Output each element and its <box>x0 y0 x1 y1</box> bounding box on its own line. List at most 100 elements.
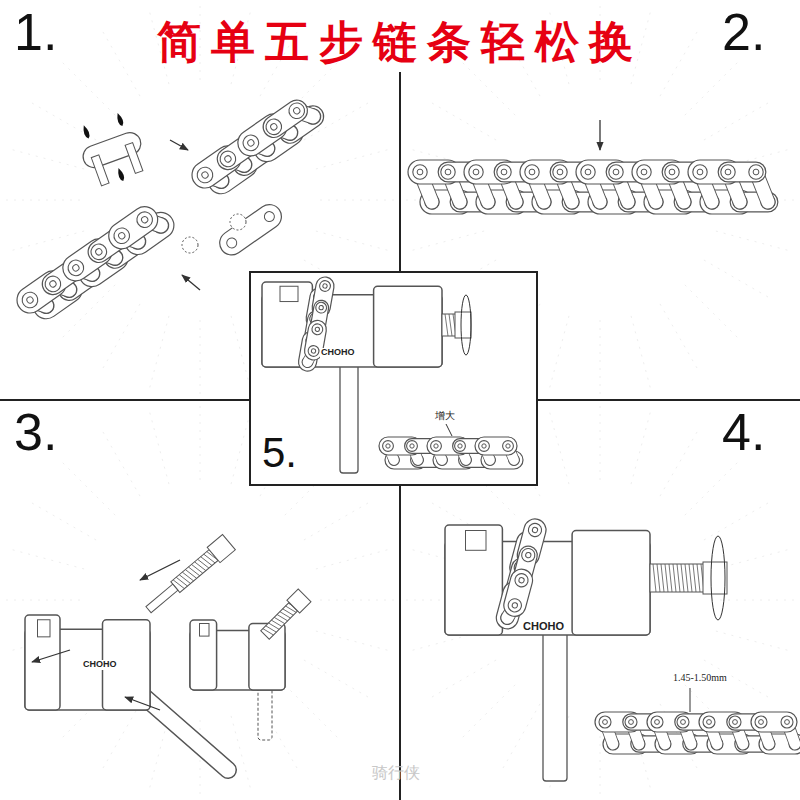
drawing-part <box>716 231 793 252</box>
drawing-part <box>665 564 668 592</box>
roller-chain <box>408 160 778 214</box>
drawing-part <box>405 439 444 454</box>
step-number: 2. <box>722 4 765 61</box>
drawing-part <box>38 620 51 637</box>
direction-arrow <box>599 120 600 150</box>
drawing-part <box>311 348 316 353</box>
drawing-part <box>42 273 64 295</box>
drawing-part <box>637 165 651 179</box>
drawing-part <box>25 615 60 710</box>
drawing-part <box>720 600 800 601</box>
drawing-part <box>217 148 239 170</box>
roller-chain <box>595 712 800 754</box>
drawing-part <box>307 345 320 358</box>
drawing-part <box>316 631 393 652</box>
drawing-part <box>518 577 524 583</box>
drawing-part <box>703 716 715 728</box>
drawing-part <box>697 169 703 175</box>
drawing-part <box>673 564 676 592</box>
drawing-part <box>512 602 518 608</box>
drawing-part <box>548 407 569 484</box>
drawing-part <box>283 607 294 618</box>
drawing-part <box>781 716 793 728</box>
drawing-part <box>759 720 764 725</box>
drawing-part <box>631 407 652 484</box>
drawing-part <box>215 200 286 260</box>
drawing-part <box>651 716 663 728</box>
step-number: 5. <box>262 430 297 476</box>
drawing-part <box>200 320 201 400</box>
drawing-part <box>100 704 140 773</box>
step-number: 3. <box>14 404 57 461</box>
drawing-part <box>716 548 793 569</box>
leader-line <box>690 688 691 712</box>
drawing-part <box>677 716 689 728</box>
drawing-part <box>475 437 517 455</box>
washer <box>182 237 198 253</box>
drawing-part <box>455 441 466 452</box>
drawing-part <box>525 165 539 179</box>
drawing-part <box>623 714 665 730</box>
drawing-part <box>660 27 700 96</box>
drawing-part <box>751 712 797 732</box>
drawing-part <box>427 660 496 700</box>
drawing-part <box>240 132 262 154</box>
direction-arrow <box>140 560 180 580</box>
drawing-part <box>529 169 535 175</box>
drawing-part <box>681 564 684 592</box>
drawing-part <box>660 427 700 496</box>
drawing-part <box>410 444 414 448</box>
drawing-part <box>501 567 535 619</box>
rotation-arrow <box>711 536 725 620</box>
drawing-part <box>603 720 608 725</box>
hex-head <box>207 534 235 562</box>
leader-line <box>446 424 452 436</box>
drawing-part <box>755 716 767 728</box>
drawing-part <box>319 280 332 293</box>
drawing-part <box>445 525 502 635</box>
drawing-part <box>176 575 187 588</box>
drawing-part <box>320 200 400 201</box>
drawing-part <box>449 314 452 336</box>
drawing-part <box>316 231 393 252</box>
drawing-part <box>7 548 84 569</box>
drawing-part <box>116 167 125 182</box>
drawing-part <box>669 564 672 592</box>
connecting-link <box>72 109 151 192</box>
drawing-part <box>749 165 763 179</box>
tool-screw <box>171 550 218 593</box>
drawing-part <box>134 209 156 231</box>
drawing-part <box>697 564 700 592</box>
roller-chain <box>494 515 549 632</box>
drawing-part <box>707 720 712 725</box>
drawing-part <box>49 280 58 289</box>
drawing-part <box>704 100 773 140</box>
drawing-part <box>274 615 285 626</box>
drawing-part <box>100 427 140 496</box>
drawing-part <box>315 301 328 314</box>
drawing-part <box>262 210 276 224</box>
drawing-part <box>689 564 692 592</box>
drawing-part <box>650 564 705 592</box>
drawing-part <box>581 165 595 179</box>
drawing-part <box>59 459 116 516</box>
washer <box>230 214 246 230</box>
drawing-part <box>718 162 766 182</box>
drawing-part <box>669 169 675 175</box>
drawing-part <box>111 225 133 247</box>
drawing-part <box>655 720 660 725</box>
drawing-part <box>520 547 536 563</box>
drawing-part <box>340 363 358 473</box>
drawing-part <box>27 100 96 140</box>
rotation-arrow <box>461 295 471 355</box>
drawing-part <box>500 704 540 773</box>
step-1-illustration <box>12 88 329 329</box>
roller-chain <box>379 437 523 469</box>
drawing-part <box>231 316 252 393</box>
drawing-part <box>190 620 217 690</box>
drawing-part <box>94 247 103 256</box>
drawing-part <box>72 264 81 273</box>
drawing-part <box>629 720 634 725</box>
drawing-part <box>0 200 80 201</box>
panel-divider <box>0 72 800 800</box>
